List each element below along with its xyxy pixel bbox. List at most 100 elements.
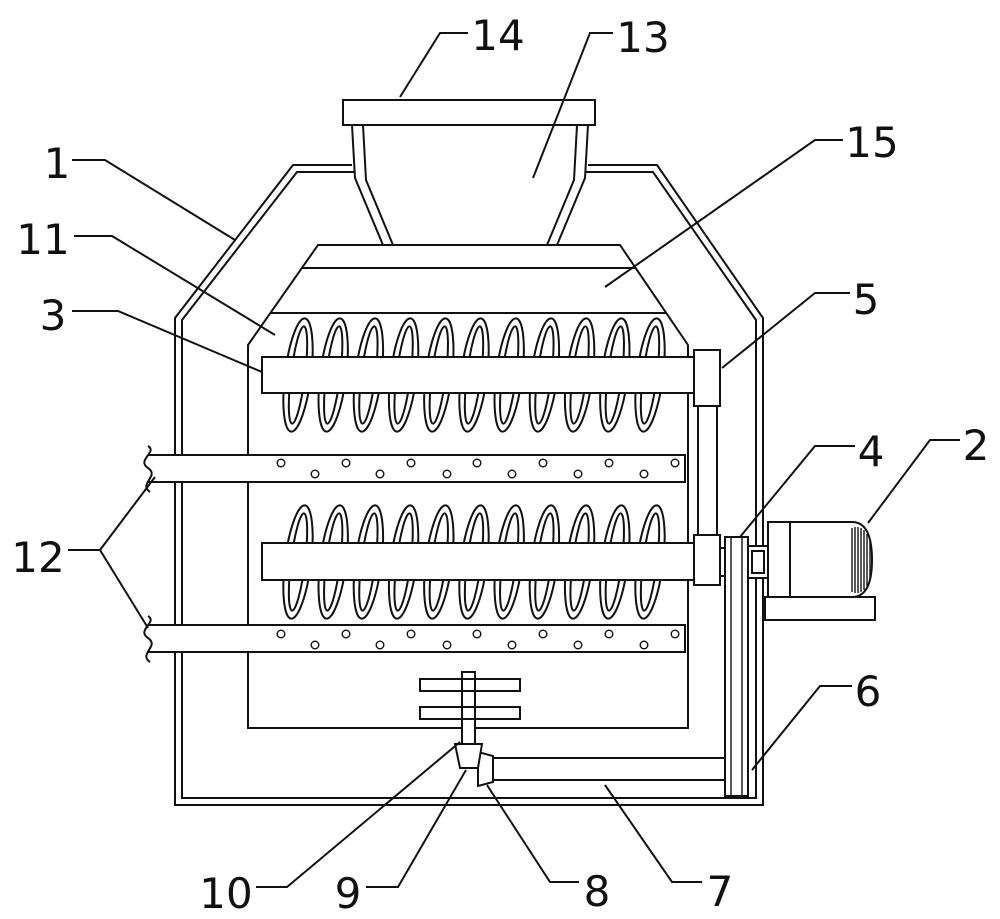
perforation-hole — [639, 469, 649, 479]
leader-line — [366, 769, 467, 888]
leader-line — [256, 741, 461, 888]
motor-assembly — [747, 521, 876, 621]
perforation-hole — [670, 458, 680, 468]
callout-label: 15 — [845, 118, 898, 167]
callout-label: 1 — [44, 139, 71, 188]
perforation-hole — [507, 640, 517, 650]
callout-label: 13 — [616, 13, 669, 62]
lower-pipe-body — [148, 624, 686, 653]
motor-base — [764, 596, 876, 621]
perforation-hole — [310, 469, 320, 479]
callout-label: 12 — [11, 533, 64, 582]
perforation-hole — [375, 640, 385, 650]
leader-line — [721, 292, 850, 369]
feed-hopper — [342, 99, 596, 246]
stirring-blade-lower — [419, 706, 521, 720]
inner-housing-wall — [247, 244, 689, 729]
leader-line — [68, 476, 156, 629]
outer-housing — [174, 164, 764, 806]
drive-belt-assembly — [724, 536, 749, 797]
upper-pulley — [693, 349, 721, 407]
upper-perforated-pipe — [143, 445, 686, 493]
callout-label: 10 — [199, 869, 252, 918]
motor-cooling-fins — [851, 527, 871, 593]
perforation-hole — [406, 629, 416, 639]
perforation-hole — [341, 629, 351, 639]
callout-13: 13 — [532, 13, 670, 179]
lower-perforated-pipe — [143, 615, 686, 663]
perforation-hole — [276, 629, 286, 639]
perforation-hole — [507, 469, 517, 479]
callout-label: 11 — [16, 215, 69, 264]
callout-7: 7 — [604, 784, 734, 916]
feed-flange — [342, 99, 596, 126]
callout-4: 4 — [739, 427, 885, 538]
callout-11: 11 — [16, 215, 276, 336]
callout-label: 9 — [335, 869, 362, 918]
callout-2: 2 — [867, 421, 990, 524]
leader-line — [867, 439, 960, 524]
hopper-left-wall-inner — [362, 124, 394, 246]
leader-line — [532, 32, 613, 179]
callout-label: 7 — [707, 867, 734, 916]
hopper-right-wall-inner — [546, 124, 578, 246]
perforation-hole — [573, 469, 583, 479]
callout-label: 14 — [471, 11, 524, 60]
callout-label: 4 — [858, 427, 885, 476]
stirring-blade-upper — [419, 678, 521, 692]
perforation-hole — [341, 458, 351, 468]
perforation-hole — [670, 629, 680, 639]
lower-screw-shaft — [261, 542, 696, 581]
screw-belt-transmission — [693, 349, 727, 586]
leader-line — [486, 784, 579, 883]
leader-line — [399, 32, 468, 98]
callout-12: 12 — [11, 476, 156, 629]
perforation-hole — [604, 629, 614, 639]
perforation-hole — [442, 640, 452, 650]
upper-pipe-holes — [276, 458, 680, 479]
drive-belt — [724, 536, 749, 797]
motor-coupling-inner — [751, 550, 765, 574]
motor-body — [767, 521, 874, 598]
drive-bevel-gear — [453, 743, 484, 769]
upper-pipe-body — [148, 454, 686, 483]
perforation-hole — [573, 640, 583, 650]
perforation-hole — [538, 458, 548, 468]
callout-8: 8 — [486, 784, 610, 916]
hopper-right-wall-outer — [556, 124, 589, 246]
perforation-hole — [442, 469, 452, 479]
callout-1: 1 — [44, 139, 236, 241]
lower-pipe-break-mark — [143, 615, 153, 663]
perforation-hole — [472, 458, 482, 468]
callout-15: 15 — [604, 118, 899, 288]
stirring-rod — [461, 671, 476, 747]
transmission-shaft — [491, 757, 726, 781]
callout-label: 2 — [963, 421, 990, 470]
leader-line — [74, 235, 276, 336]
callout-9: 9 — [335, 769, 467, 918]
leader-line — [739, 445, 855, 538]
lower-pulley — [693, 534, 721, 586]
driven-bevel-gear — [477, 750, 494, 788]
upper-screw-shaft — [261, 356, 696, 394]
callouts: 14 13 15 1 11 3 5 4 — [11, 11, 989, 918]
perforation-hole — [276, 458, 286, 468]
callout-14: 14 — [399, 11, 525, 98]
perforation-hole — [472, 629, 482, 639]
callout-3: 3 — [40, 291, 263, 373]
callout-label: 6 — [855, 667, 882, 716]
perforation-hole — [538, 629, 548, 639]
leader-line — [72, 159, 236, 241]
hopper-left-wall-outer — [351, 124, 384, 246]
leader-line — [604, 784, 702, 883]
perforation-hole — [406, 458, 416, 468]
perforation-hole — [310, 640, 320, 650]
inner-housing — [247, 244, 689, 729]
perforation-hole — [639, 640, 649, 650]
callout-6: 6 — [751, 667, 882, 771]
callout-label: 3 — [40, 291, 67, 340]
perforation-hole — [375, 469, 385, 479]
bottom-transmission — [419, 671, 726, 788]
leader-line — [751, 685, 852, 771]
